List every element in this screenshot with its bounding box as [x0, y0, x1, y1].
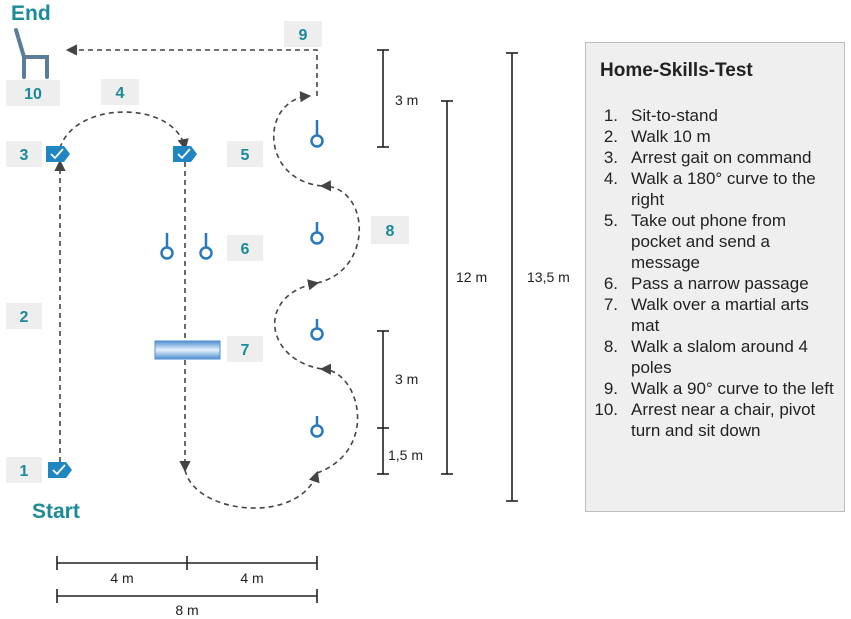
list-item: 9.Walk a 90° curve to the left — [603, 379, 834, 398]
list-item: 5.Take out phone from pocket and send a … — [603, 211, 786, 272]
end-label: End — [11, 2, 51, 25]
path-slalom-3 — [316, 180, 361, 284]
svg-text:5: 5 — [241, 147, 250, 164]
dimension-12m: 12 m — [441, 100, 487, 475]
dimension-4m-4m: 4 m 4 m — [56, 556, 318, 586]
pole-icon-slalom-1 — [310, 120, 324, 148]
start-label: Start — [32, 500, 80, 523]
step-label-9: 9 — [284, 21, 322, 47]
martial-arts-mat-icon — [154, 340, 221, 360]
svg-text:3 m: 3 m — [395, 92, 418, 108]
svg-text:2: 2 — [20, 309, 29, 326]
list-item: 6.Pass a narrow passage — [603, 274, 809, 293]
marker-icon-1 — [48, 462, 72, 478]
path-bottom-curve — [184, 469, 320, 509]
list-item: 4.Walk a 180° curve to the right — [603, 169, 816, 209]
svg-text:3: 3 — [20, 147, 29, 164]
pole-icon-passage-left — [160, 233, 174, 260]
step-label-6: 6 — [227, 235, 263, 261]
step-label-4: 4 — [101, 79, 139, 105]
list-item: 3.Arrest gait on command — [603, 148, 812, 167]
svg-text:4 m: 4 m — [240, 570, 263, 586]
svg-text:6: 6 — [241, 241, 250, 258]
svg-text:9: 9 — [299, 27, 308, 44]
dimension-3m-top: 3 m — [377, 49, 418, 148]
svg-text:12 m: 12 m — [456, 269, 487, 285]
path-slalom-2 — [274, 279, 323, 370]
svg-text:8: 8 — [386, 223, 395, 240]
path-slalom-1 — [316, 363, 359, 474]
svg-text:13,5 m: 13,5 m — [527, 269, 570, 285]
steps-list: 1.Sit-to-stand 2.Walk 10 m 3.Arrest gait… — [586, 105, 836, 441]
marker-icon-3 — [46, 146, 70, 162]
marker-icon-5 — [173, 146, 197, 162]
svg-text:3 m: 3 m — [395, 371, 418, 387]
dimension-13-5m: 13,5 m — [506, 52, 570, 502]
pole-icon-slalom-3 — [310, 319, 324, 341]
path-slalom-4 — [273, 91, 323, 187]
list-item: 10.Arrest near a chair, pivot turn and s… — [594, 400, 816, 440]
svg-text:8 m: 8 m — [175, 602, 198, 618]
dimension-3m-bottom: 3 m — [377, 330, 418, 475]
legend-panel: Home-Skills-Test 1.Sit-to-stand 2.Walk 1… — [585, 42, 845, 512]
svg-text:4: 4 — [116, 85, 125, 102]
step-label-2: 2 — [6, 303, 42, 329]
step-label-5: 5 — [227, 141, 263, 167]
pole-icon-slalom-2 — [310, 222, 324, 245]
dimension-8m: 8 m — [56, 589, 318, 618]
walking-path — [54, 44, 361, 509]
list-item: 1.Sit-to-stand — [603, 106, 718, 125]
svg-text:4 m: 4 m — [110, 570, 133, 586]
list-item: 7.Walk over a martial arts mat — [603, 295, 809, 335]
panel-title: Home-Skills-Test — [600, 60, 753, 81]
path-up-to-9 — [300, 49, 318, 96]
chair-icon — [14, 28, 49, 79]
list-item: 2.Walk 10 m — [603, 127, 711, 146]
dimension-1-5m-label: 1,5 m — [388, 447, 423, 463]
step-label-1: 1 — [6, 457, 42, 483]
svg-text:1: 1 — [20, 463, 29, 480]
pole-icon-passage-right — [199, 233, 213, 260]
svg-text:10: 10 — [24, 86, 42, 103]
list-item: 8.Walk a slalom around 4 poles — [603, 337, 809, 377]
step-label-8: 8 — [371, 216, 409, 244]
step-label-10: 10 — [6, 80, 60, 106]
step-label-7: 7 — [227, 336, 263, 362]
svg-text:7: 7 — [241, 342, 250, 359]
step-label-3: 3 — [6, 141, 42, 167]
path-curve-180 — [59, 111, 189, 151]
pole-icon-slalom-4 — [310, 416, 324, 438]
